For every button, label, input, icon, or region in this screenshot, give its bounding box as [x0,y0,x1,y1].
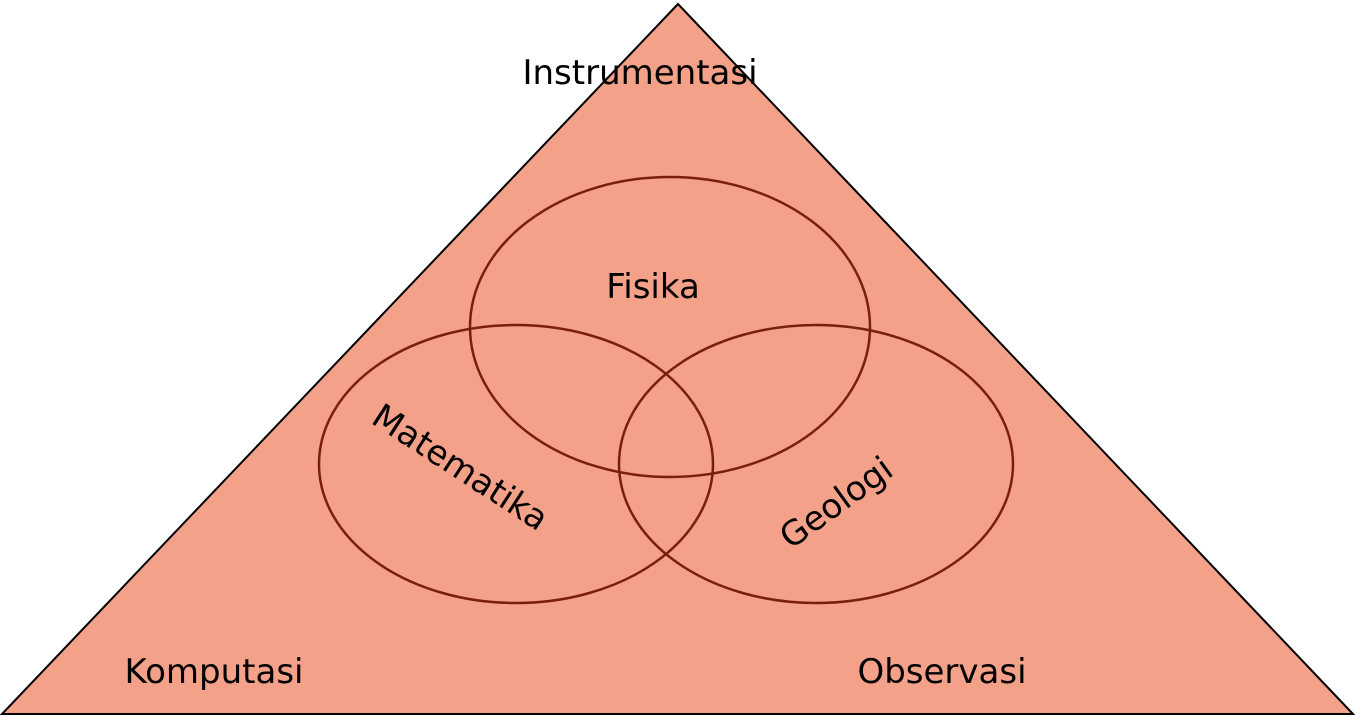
circle-geologi [617,323,1015,605]
label-komputasi: Komputasi [125,652,304,692]
circle-fisika [468,175,872,479]
label-instrumentasi: Instrumentasi [522,53,757,93]
label-fisika: Fisika [606,267,700,307]
circle-matematika [317,323,715,605]
label-observasi: Observasi [857,652,1026,692]
